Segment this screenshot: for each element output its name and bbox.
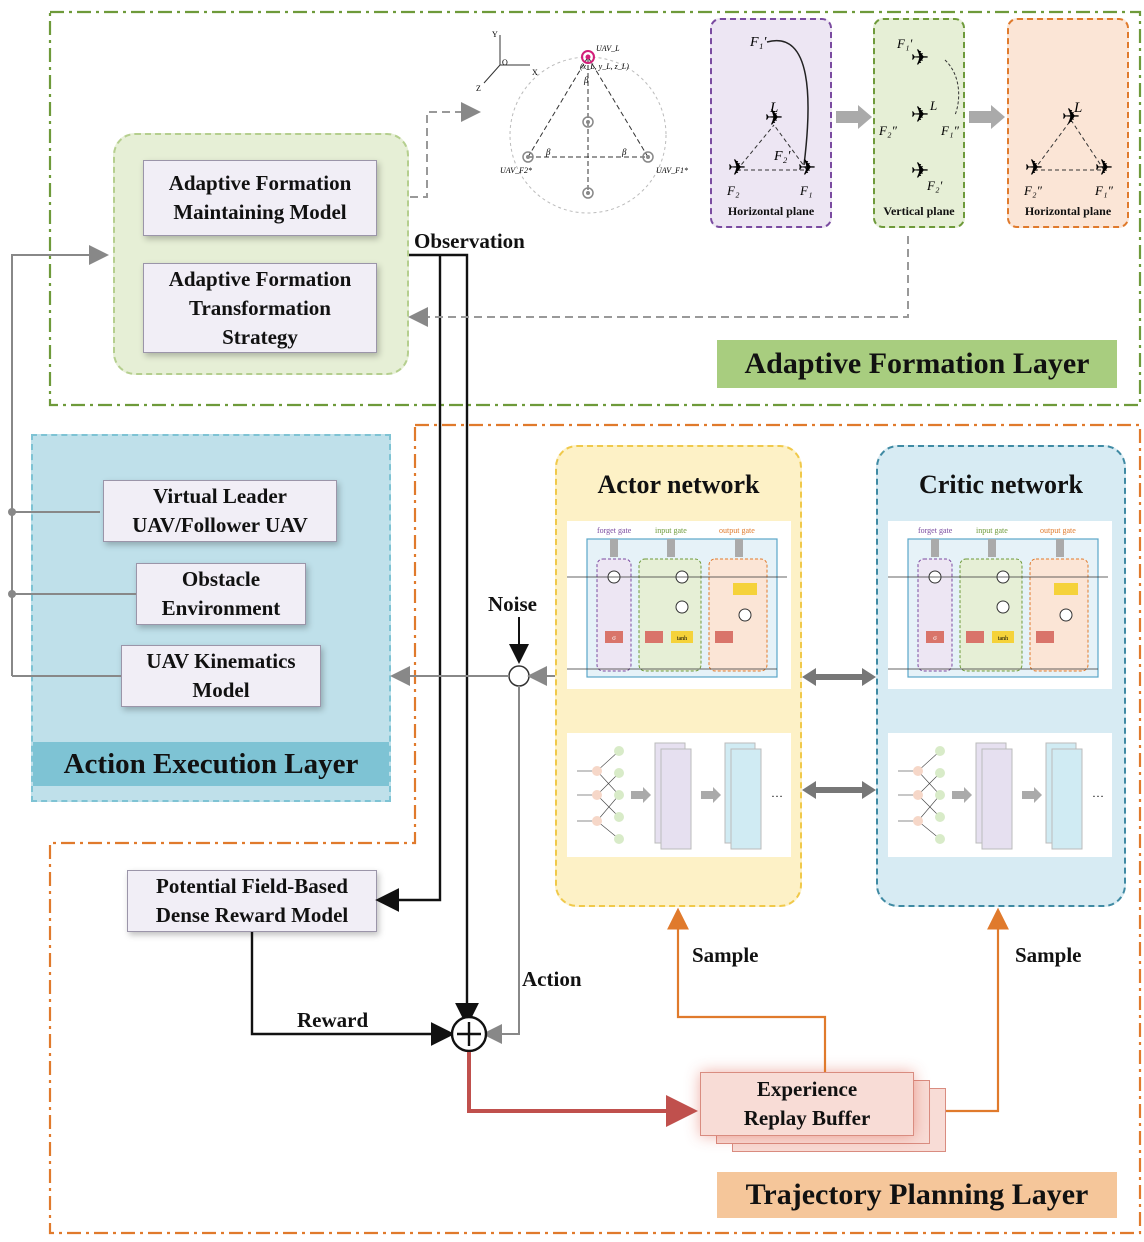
reward-line-1: Potential Field-Based [156, 874, 348, 898]
svg-text:X: X [532, 68, 538, 77]
formation-transformation-strategy[interactable]: Adaptive Formation Transformation Strate… [143, 263, 377, 353]
svg-text:input gate: input gate [655, 526, 687, 535]
svg-text:β: β [583, 75, 589, 85]
actor-nn-sketch: … [567, 733, 791, 857]
svg-text:UAV_L: UAV_L [596, 44, 620, 53]
noise-label: Noise [488, 592, 537, 616]
panel-horizontal-plane-1: F₁′ L F₂′ ✈ ✈ ✈ F₂ F₁ Horizontal plane [710, 18, 832, 228]
formation-geometry-diagram: Y X Z O UAV_L (x_L, y_L, z_L) β β β UAV_… [476, 30, 688, 214]
obstacle-environment-box[interactable]: Obstacle Environment [136, 563, 306, 625]
vl-line-1: Virtual Leader [153, 484, 287, 508]
critic-nn-sketch: … [888, 733, 1112, 857]
observation-label: Observation [414, 229, 525, 253]
panel3-caption: Horizontal plane [1024, 204, 1112, 218]
svg-text:L: L [1073, 100, 1082, 116]
svg-text:tanh: tanh [677, 636, 687, 642]
svg-text:F₁′: F₁′ [896, 36, 912, 51]
svg-text:σ: σ [612, 634, 616, 642]
formation-maintaining-model[interactable]: Adaptive Formation Maintaining Model [143, 160, 377, 236]
svg-text:β: β [545, 147, 551, 157]
svg-text:✈: ✈ [911, 45, 929, 70]
svg-text:F₁′: F₁′ [749, 35, 767, 50]
kin-line-2: Model [192, 678, 250, 702]
vl-line-2: UAV/Follower UAV [132, 513, 308, 537]
buffer-line-2: Replay Buffer [743, 1106, 871, 1130]
sample-critic-label: Sample [1015, 943, 1082, 967]
formation-layer-title: Adaptive Formation Layer [717, 340, 1117, 388]
transform-line-1: Adaptive Formation [168, 266, 352, 291]
obs-line-1: Obstacle [181, 567, 261, 591]
uav-kinematics-box[interactable]: UAV Kinematics Model [121, 645, 321, 707]
svg-text:L: L [929, 98, 937, 113]
svg-text:…: … [771, 786, 783, 800]
svg-text:✈: ✈ [1095, 155, 1113, 180]
svg-text:Y: Y [492, 30, 498, 39]
action-label: Action [522, 967, 582, 991]
svg-text:β: β [621, 147, 627, 157]
svg-text:✈: ✈ [1025, 155, 1043, 180]
svg-text:F₂′: F₂′ [926, 178, 942, 193]
actor-lstm-cell: forget gate input gate output gate σ tan… [567, 521, 791, 689]
reward-line-2: Dense Reward Model [155, 903, 349, 927]
svg-text:UAV_F1*: UAV_F1* [656, 166, 688, 175]
svg-text:F₂′: F₂′ [773, 149, 791, 164]
svg-text:Z: Z [476, 84, 481, 93]
svg-text:output gate: output gate [1040, 526, 1076, 535]
maintain-line-1: Adaptive Formation [168, 171, 352, 195]
sample-actor-label: Sample [692, 943, 759, 967]
svg-text:forget gate: forget gate [918, 526, 953, 535]
panel2-formation-sketch: F₁′ L F₂″ F₁″ F₂′ ✈ ✈ ✈ [878, 36, 959, 193]
svg-text:✈: ✈ [1062, 104, 1080, 129]
svg-text:F₁″: F₁″ [1094, 183, 1113, 198]
reward-label: Reward [297, 1008, 369, 1032]
critic-lstm-cell: forget gate input gate output gate σ tan… [888, 521, 1112, 689]
panel1-caption: Horizontal plane [727, 204, 815, 218]
svg-text:F₂: F₂ [726, 183, 740, 198]
svg-text:forget gate: forget gate [597, 526, 632, 535]
panel-horizontal-plane-2: ✈ ✈ ✈ L F₂″ F₁″ Horizontal plane [1007, 18, 1129, 228]
maintain-line-2: Maintaining Model [173, 200, 347, 224]
virtual-leader-box[interactable]: Virtual Leader UAV/Follower UAV [103, 480, 337, 542]
reward-model-box[interactable]: Potential Field-Based Dense Reward Model [127, 870, 377, 932]
svg-text:L: L [769, 100, 778, 116]
transform-line-3: Strategy [222, 324, 298, 349]
svg-text:F₂″: F₂″ [878, 123, 897, 138]
critic-network-title: Critic network [919, 470, 1083, 499]
svg-text:✈: ✈ [798, 155, 816, 180]
kin-line-1: UAV Kinematics [146, 649, 296, 673]
panel2-caption: Vertical plane [883, 204, 955, 218]
execution-layer-title: Action Execution Layer [33, 742, 389, 786]
svg-text:…: … [1092, 786, 1104, 800]
planning-layer-title: Trajectory Planning Layer [717, 1172, 1117, 1218]
transform-line-2: Transformation [189, 295, 331, 320]
svg-text:output gate: output gate [719, 526, 755, 535]
obs-line-2: Environment [161, 596, 281, 620]
svg-text:σ: σ [933, 634, 937, 642]
svg-text:✈: ✈ [911, 158, 929, 183]
buffer-line-1: Experience [756, 1077, 858, 1101]
svg-text:✈: ✈ [728, 155, 746, 180]
transition-arrow-1 [836, 105, 872, 129]
svg-text:F₂″: F₂″ [1023, 183, 1042, 198]
svg-text:✈: ✈ [911, 102, 929, 127]
svg-text:(x_L, y_L, z_L): (x_L, y_L, z_L) [580, 62, 629, 71]
svg-text:input gate: input gate [976, 526, 1008, 535]
svg-text:UAV_F2*: UAV_F2* [500, 166, 532, 175]
actor-network-title: Actor network [597, 470, 760, 499]
svg-text:F₁″: F₁″ [940, 123, 959, 138]
panel1-formation-sketch: F₁′ L F₂′ ✈ ✈ ✈ F₂ F₁ [726, 35, 816, 198]
svg-text:✈: ✈ [765, 105, 783, 130]
replay-buffer-box[interactable]: Experience Replay Buffer [700, 1072, 914, 1136]
svg-text:tanh: tanh [998, 636, 1008, 642]
svg-text:O: O [502, 58, 508, 67]
panel-vertical-plane: F₁′ L F₂″ F₁″ F₂′ ✈ ✈ ✈ Vertical plane [873, 18, 965, 228]
transition-arrow-2 [969, 105, 1005, 129]
panel3-formation-sketch: ✈ ✈ ✈ L F₂″ F₁″ [1023, 100, 1113, 198]
svg-text:F₁: F₁ [799, 183, 812, 198]
